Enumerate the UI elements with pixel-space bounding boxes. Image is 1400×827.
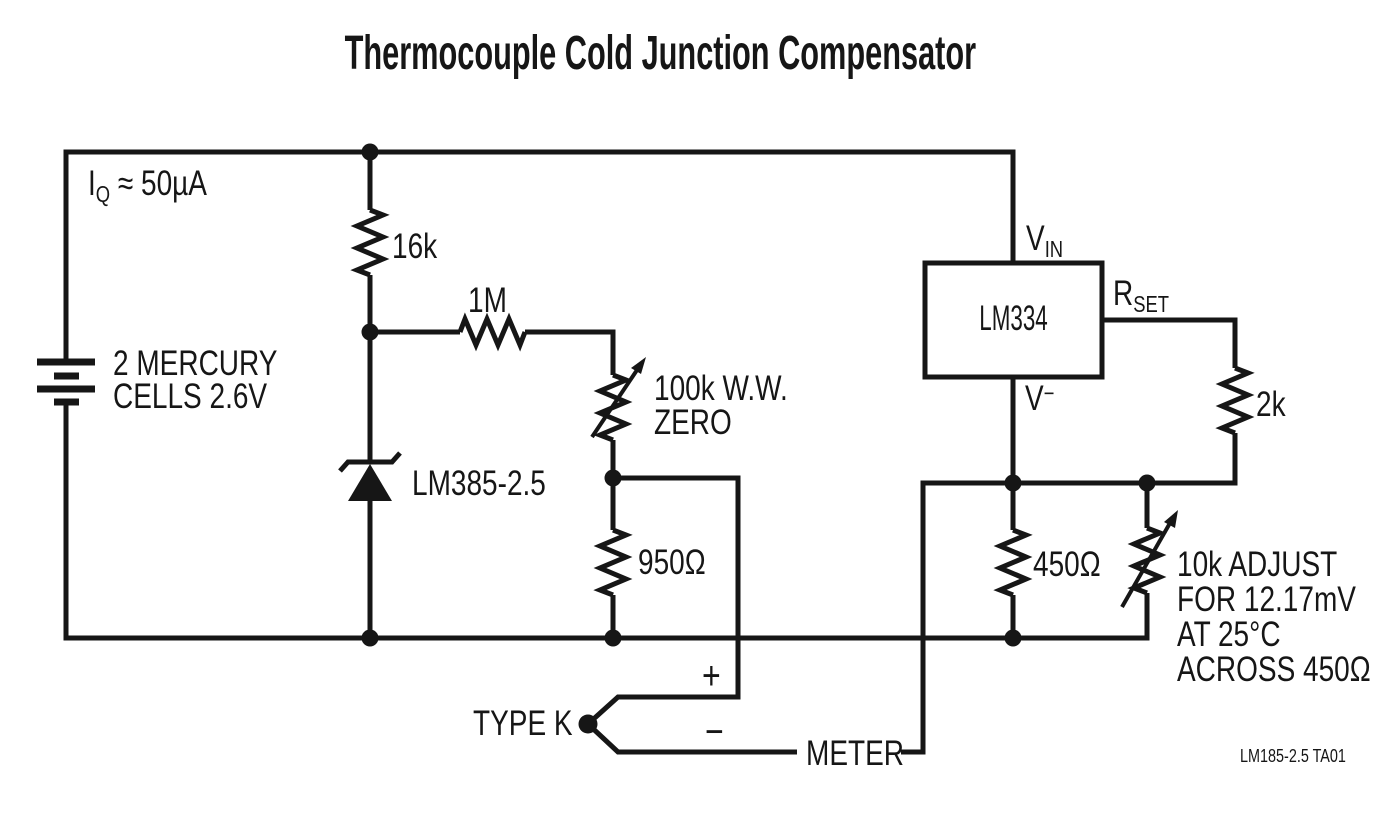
pot-100k-arrow-head: [631, 357, 646, 374]
wire-thermocouple-minus: [586, 722, 797, 755]
resistor-2k-label: 2k: [1256, 385, 1286, 424]
battery-label: 2 MERCURY CELLS 2.6V: [113, 344, 278, 416]
page-title-text: Thermocouple Cold Junction Compensator: [344, 27, 976, 80]
pot-100k-arrow-shaft: [590, 368, 639, 439]
meter-label: METER: [806, 734, 904, 773]
pot-10k-arrow-head: [1164, 510, 1178, 528]
wire-thermocouple-plus: [586, 475, 741, 726]
wire-rset: [1102, 317, 1238, 368]
iq-label: IQ ≈ 50µA: [88, 164, 207, 207]
vin-pin-label: VIN: [1026, 219, 1064, 262]
thermocouple-junction: [578, 714, 598, 734]
junction-dot: [1004, 474, 1022, 492]
polarity-minus-label: −: [705, 710, 724, 754]
pot-10k-label: 10k ADJUST FOR 12.17mV AT 25°C ACROSS 45…: [1177, 545, 1371, 689]
junction-dots: [361, 143, 1156, 734]
resistor-1m-label: 1M: [468, 281, 507, 320]
thermocouple-label: TYPE K: [473, 704, 573, 743]
wire-top-rail: [63, 149, 1016, 362]
pot-10k-arrow-shaft: [1120, 522, 1172, 608]
resistor-1m: [457, 312, 528, 352]
junction-dot: [604, 629, 622, 647]
wire-meter-node-row: [901, 433, 1238, 755]
rset-pin-label: RSET: [1113, 274, 1170, 317]
junction-dot: [604, 469, 622, 487]
wire-1m-right: [525, 329, 616, 375]
pot-100k-label: 100k W.W. ZERO: [654, 369, 788, 442]
zener-anode-triangle: [348, 464, 392, 501]
battery-symbol: [37, 358, 95, 406]
zener-cathode-bar: [338, 451, 402, 473]
polarity-plus-label: +: [702, 654, 721, 698]
resistor-16k-label: 16k: [392, 227, 438, 266]
resistor-950: [593, 527, 633, 598]
figure-credit: LM185-2.5 TA01: [1240, 746, 1346, 766]
junction-dot: [361, 323, 379, 341]
resistor-450-label: 450Ω: [1033, 545, 1101, 584]
resistor-950-label: 950Ω: [638, 543, 706, 582]
zener-label: LM385-2.5: [412, 464, 546, 503]
resistor-16k: [350, 207, 390, 278]
page-title: Thermocouple Cold Junction Compensator: [0, 30, 1320, 78]
resistor-450: [993, 527, 1033, 598]
junction-dot: [361, 629, 379, 647]
junction-dot: [1138, 474, 1156, 492]
resistor-2k: [1215, 365, 1255, 436]
junction-dot: [361, 143, 379, 161]
lm334-label: LM334: [979, 299, 1048, 338]
vminus-pin-label: V−: [1025, 379, 1055, 418]
junction-dot: [1004, 629, 1022, 647]
